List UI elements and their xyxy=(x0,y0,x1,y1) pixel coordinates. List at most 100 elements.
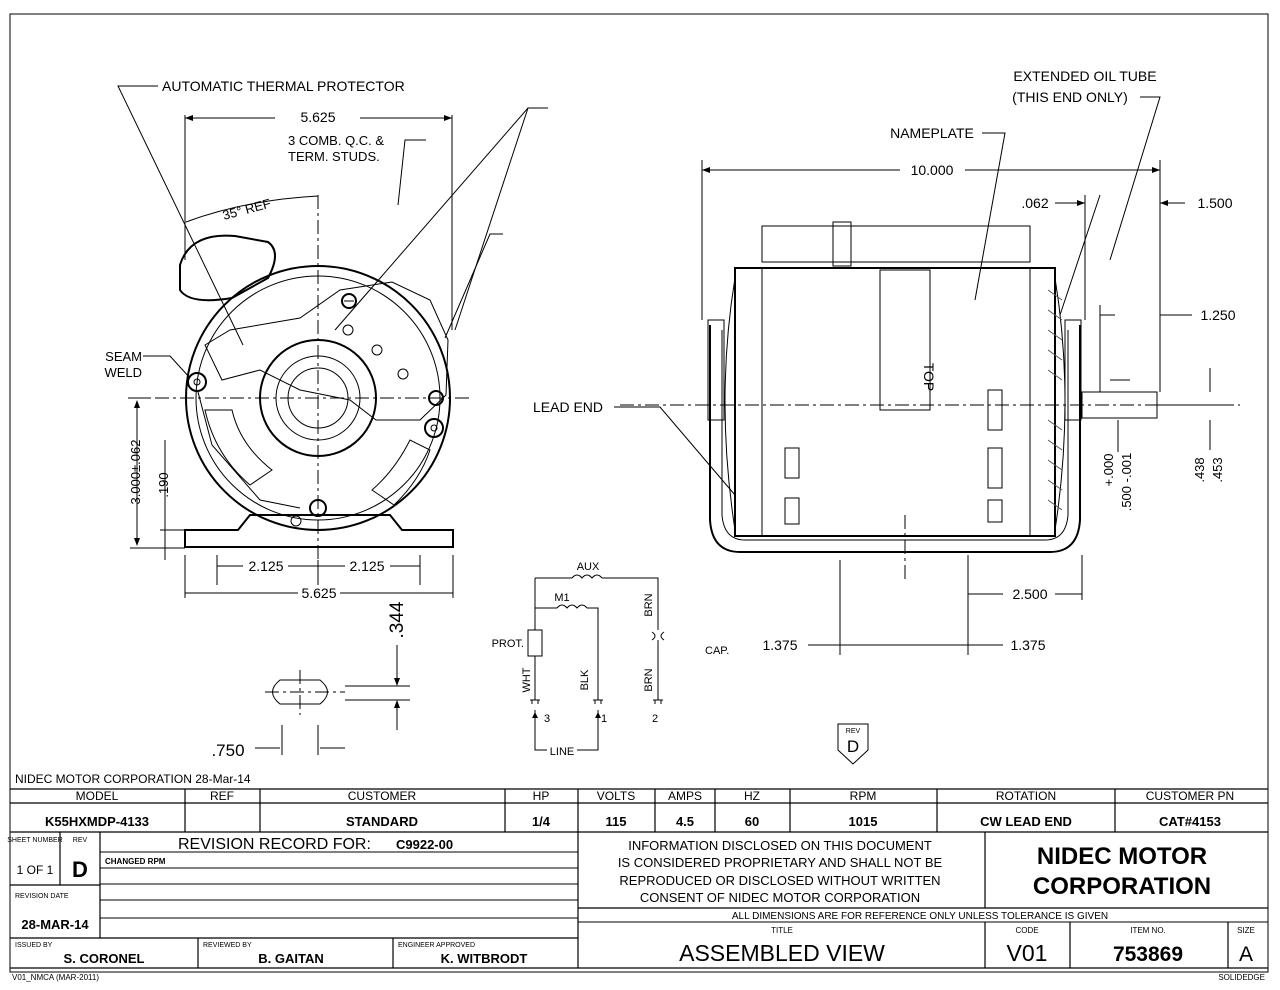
rev-value: D xyxy=(72,857,88,882)
issued-by: S. CORONEL xyxy=(64,951,145,966)
nameplate xyxy=(879,269,931,411)
foot-dim: .190 xyxy=(156,472,171,497)
spec-table: MODEL REF CUSTOMER HP VOLTS AMPS HZ RPM … xyxy=(45,789,1234,829)
val-hp: 1/4 xyxy=(532,814,551,829)
size-value: A xyxy=(1239,943,1253,966)
wiring-diagram xyxy=(527,574,665,751)
sheet-border xyxy=(9,13,1269,973)
title-label: TITLE xyxy=(771,926,793,935)
comb-qc-line2: TERM. STUDS. xyxy=(288,149,380,164)
revision-date-label: REVISION DATE xyxy=(15,893,69,900)
mounting-base xyxy=(184,514,454,548)
dim-1500: 1.500 xyxy=(1197,195,1232,211)
wire-brn-bottom: BRN xyxy=(643,668,655,691)
slot-detail xyxy=(272,679,328,705)
val-model: K55HXMDP-4133 xyxy=(45,814,149,829)
shaft-tol-1: +.000 xyxy=(1101,454,1116,487)
hdr-amps: AMPS xyxy=(668,789,702,803)
reviewed-by-label: REVIEWED BY xyxy=(203,942,252,949)
item-value: 753869 xyxy=(1113,943,1183,966)
wire-aux: AUX xyxy=(577,561,600,573)
revision-record-value: C9922-00 xyxy=(396,837,453,852)
reviewed-by: B. GAITAN xyxy=(258,951,323,966)
rev-badge xyxy=(837,723,869,765)
dim-2500: 2.500 xyxy=(1012,586,1047,602)
shaft-flat-2: .453 xyxy=(1210,457,1225,482)
hdr-customer: CUSTOMER xyxy=(348,789,417,803)
wire-cap: CAP. xyxy=(705,645,729,657)
motor-body xyxy=(734,267,1056,537)
val-customer: STANDARD xyxy=(346,814,418,829)
ref-angle: 35° REF xyxy=(221,196,273,223)
height-dim: 3.000±.062 xyxy=(128,440,143,505)
sheet-value: 1 OF 1 xyxy=(17,863,54,877)
hdr-ref: REF xyxy=(210,789,234,803)
drawing-title: ASSEMBLED VIEW xyxy=(679,940,885,966)
seam-label-2: WELD xyxy=(104,365,142,380)
hdr-hp: HP xyxy=(533,789,550,803)
dim-1375-left: 1.375 xyxy=(762,637,797,653)
title-block-lines xyxy=(10,788,1268,969)
top-label: TOP xyxy=(921,363,937,392)
footer-right: SOLIDEDGE xyxy=(1218,973,1265,982)
title-block: SHEET NUMBER 1 OF 1 REV D REVISION RECOR… xyxy=(7,836,1255,966)
company-name-1: NIDEC MOTOR xyxy=(1037,843,1207,870)
seam-label-1: SEAM xyxy=(105,349,142,364)
slot-width: .750 xyxy=(211,741,244,760)
rev-label: REV xyxy=(73,837,88,844)
wire-line: LINE xyxy=(550,746,574,758)
code-label: CODE xyxy=(1015,926,1038,935)
terminal-plate xyxy=(204,281,449,421)
wire-blk: BLK xyxy=(579,669,591,690)
shaft-flat-1: .438 xyxy=(1192,457,1207,482)
mounting-bracket xyxy=(709,325,1081,553)
code-value: V01 xyxy=(1007,940,1048,966)
dim-062: .062 xyxy=(1021,195,1048,211)
revision-record-label: REVISION RECORD FOR: xyxy=(178,836,371,853)
size-label: SIZE xyxy=(1237,926,1255,935)
company-name-2: CORPORATION xyxy=(1033,873,1211,900)
hdr-volts: VOLTS xyxy=(597,789,635,803)
item-label: ITEM NO. xyxy=(1130,926,1166,935)
dim-1250: 1.250 xyxy=(1200,307,1235,323)
disclaimer-4: CONSENT OF NIDEC MOTOR CORPORATION xyxy=(640,890,920,905)
thermal-protector-label: AUTOMATIC THERMAL PROTECTOR xyxy=(162,78,405,94)
dim-1375-right: 1.375 xyxy=(1010,637,1045,653)
wire-m1: M1 xyxy=(554,592,569,604)
val-rpm: 1015 xyxy=(849,814,878,829)
lead-end-label: LEAD END xyxy=(533,399,603,415)
terminal-3: 3 xyxy=(544,713,550,725)
front-width-top: 5.625 xyxy=(300,109,335,125)
terminal-2: 2 xyxy=(652,713,658,725)
rev-badge-value: D xyxy=(847,737,859,756)
company-line: NIDEC MOTOR CORPORATION 28-Mar-14 xyxy=(15,772,251,786)
sheet-label: SHEET NUMBER xyxy=(7,837,63,844)
thermal-protector xyxy=(179,234,276,302)
hdr-customer-pn: CUSTOMER PN xyxy=(1146,789,1234,803)
disclaimer-3: REPRODUCED OR DISCLOSED WITHOUT WRITTEN xyxy=(619,873,940,888)
slot-height: .344 xyxy=(387,601,408,638)
oil-tube-2: (THIS END ONLY) xyxy=(1012,89,1128,105)
disclaimer-1: INFORMATION DISCLOSED ON THIS DOCUMENT xyxy=(628,838,932,853)
val-customer-pn: CAT#4153 xyxy=(1159,814,1221,829)
hdr-rotation: ROTATION xyxy=(996,789,1056,803)
issued-by-label: ISSUED BY xyxy=(15,942,53,949)
engineer: K. WITBRODT xyxy=(441,951,528,966)
comb-qc-line1: 3 COMB. Q.C. & xyxy=(288,133,384,148)
front-width-bottom: 5.625 xyxy=(301,585,336,601)
val-amps: 4.5 xyxy=(676,814,694,829)
drawing-labels: AUTOMATIC THERMAL PROTECTOR 5.625 3 COMB… xyxy=(15,68,1236,786)
revision-date: 28-MAR-14 xyxy=(21,917,89,932)
shaft-tol-2: .500 -.001 xyxy=(1119,453,1134,512)
disclaimer-2: IS CONSIDERED PROPRIETARY AND SHALL NOT … xyxy=(618,855,943,870)
engineer-label: ENGINEER APPROVED xyxy=(398,942,475,949)
wire-prot: PROT. xyxy=(492,638,524,650)
dimensions-note: ALL DIMENSIONS ARE FOR REFERENCE ONLY UN… xyxy=(732,911,1108,922)
half-width-right: 2.125 xyxy=(349,558,384,574)
hdr-hz: HZ xyxy=(744,789,760,803)
wire-brn-top: BRN xyxy=(643,593,655,616)
wire-wht: WHT xyxy=(521,667,533,692)
val-volts: 115 xyxy=(606,814,627,829)
side-view xyxy=(614,96,1240,655)
nameplate-label: NAMEPLATE xyxy=(890,125,974,141)
